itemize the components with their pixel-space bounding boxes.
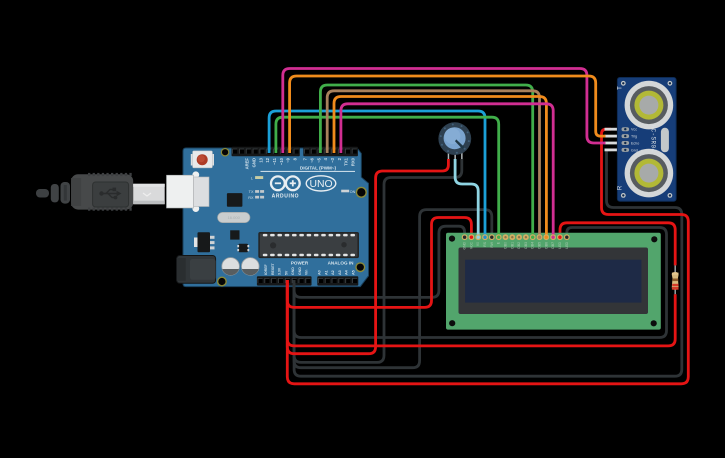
svg-text:GND: GND [463, 241, 467, 249]
svg-text:5V: 5V [284, 270, 288, 275]
svg-text:A3: A3 [338, 270, 342, 275]
svg-text:A0: A0 [318, 270, 322, 275]
svg-text:4: 4 [323, 157, 328, 160]
svg-text:IOREF: IOREF [264, 263, 268, 275]
svg-text:~6: ~6 [310, 157, 315, 162]
svg-text:DB0: DB0 [504, 242, 508, 249]
svg-text:ANALOG IN: ANALOG IN [328, 261, 354, 266]
svg-text:RS: RS [483, 241, 487, 246]
svg-text:~10: ~10 [279, 157, 284, 165]
svg-text:Gnd: Gnd [631, 148, 638, 152]
svg-text:7: 7 [303, 157, 308, 160]
svg-text:T: T [618, 86, 624, 90]
svg-text:RX: RX [248, 196, 254, 200]
svg-text:POWER: POWER [291, 261, 309, 266]
svg-text:GND: GND [251, 158, 256, 167]
svg-text:12: 12 [265, 157, 270, 162]
svg-text:AREF: AREF [245, 158, 250, 170]
svg-text:8: 8 [292, 157, 297, 160]
svg-text:DB5: DB5 [538, 242, 542, 249]
svg-text:Vcc: Vcc [631, 128, 637, 132]
svg-text:RX0: RX0 [351, 157, 356, 166]
svg-text:A4: A4 [345, 269, 349, 275]
svg-text:~11: ~11 [272, 157, 277, 165]
svg-text:R: R [618, 185, 624, 190]
svg-text:A2: A2 [331, 270, 335, 275]
svg-text:UNO: UNO [309, 179, 332, 190]
svg-text:~9: ~9 [286, 157, 291, 162]
svg-text:DB7: DB7 [551, 242, 555, 249]
svg-text:16.000: 16.000 [228, 215, 241, 220]
svg-text:HC-SR04: HC-SR04 [649, 125, 656, 153]
svg-text:L: L [251, 177, 253, 181]
svg-text:DIGITAL (PWM~): DIGITAL (PWM~) [300, 165, 337, 170]
svg-text:LED: LED [565, 241, 569, 248]
svg-text:~5: ~5 [316, 157, 321, 162]
svg-text:DB2: DB2 [517, 242, 521, 249]
svg-text:GND: GND [291, 267, 295, 275]
svg-text:3.3V: 3.3V [278, 267, 282, 275]
svg-text:GND: GND [298, 267, 302, 275]
svg-text:Echo: Echo [631, 142, 639, 146]
svg-text:E: E [497, 241, 501, 244]
svg-text:2: 2 [337, 157, 342, 160]
svg-text:TX: TX [249, 190, 254, 194]
svg-text:ON: ON [350, 190, 356, 194]
svg-text:DB6: DB6 [544, 242, 548, 249]
svg-text:Trig: Trig [631, 135, 637, 139]
svg-text:RESET: RESET [271, 262, 275, 275]
svg-text:A5: A5 [352, 270, 356, 275]
svg-text:LED: LED [558, 241, 562, 248]
svg-text:~3: ~3 [330, 157, 335, 162]
svg-text:V0: V0 [476, 242, 480, 246]
svg-text:RW: RW [490, 241, 494, 247]
svg-text:ARDUINO: ARDUINO [272, 194, 300, 200]
svg-text:A1: A1 [324, 270, 328, 275]
svg-text:TX1: TX1 [344, 157, 349, 165]
svg-text:DB1: DB1 [510, 242, 514, 249]
svg-text:DB4: DB4 [531, 242, 535, 249]
svg-text:DB3: DB3 [524, 242, 528, 249]
svg-text:Vin: Vin [305, 270, 309, 275]
svg-text:13: 13 [258, 157, 263, 162]
svg-text:VCC: VCC [469, 241, 473, 249]
